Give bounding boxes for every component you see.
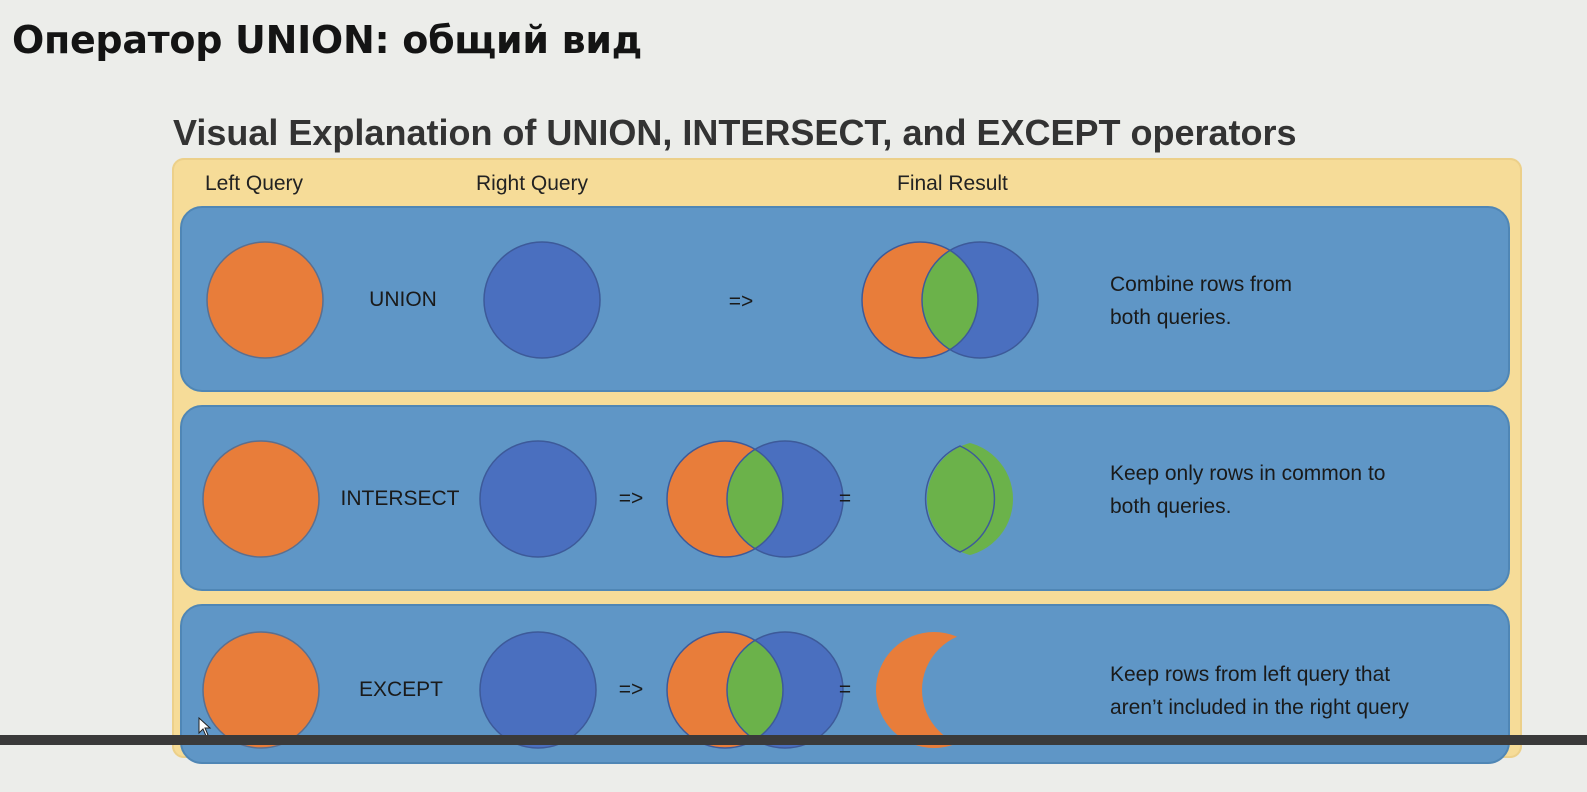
row-description: Combine rows from both queries. [1110,268,1292,334]
union-venn-graphics [206,241,1039,359]
right-query-circle [479,631,597,749]
equals-label: = [838,487,852,510]
intersect-result-lens [924,441,1013,557]
row-description: Keep only rows in common to both queries… [1110,457,1385,523]
video-progress-bar[interactable] [0,735,1587,745]
left-query-circle [202,440,320,558]
operator-label: INTERSECT [340,487,460,510]
row-intersect: INTERSECT => = Keep only rows in common … [180,405,1510,591]
intersect-venn-graphics [202,440,1013,558]
description-line: Keep only rows in common to [1110,462,1386,485]
description-line: aren’t included in the right query [1110,696,1409,719]
column-label-final-result: Final Result [897,172,1008,195]
diagram-title: Visual Explanation of UNION, INTERSECT, … [173,112,1297,153]
operator-label: EXCEPT [358,678,444,701]
union-result-venn [861,241,1039,359]
operator-label: UNION [369,288,437,311]
mouse-pointer-icon [198,717,212,737]
description-line: both queries. [1110,306,1232,329]
right-query-circle [479,440,597,558]
except-result-crescent [876,632,992,748]
except-venn-graphics [202,631,992,749]
equals-label: = [838,678,852,701]
column-label-left-query: Left Query [205,172,304,195]
description-line: both queries. [1110,495,1232,518]
left-query-circle [202,631,320,749]
row-union: UNION => Combine rows from both queries. [180,206,1510,392]
except-overlap-venn [666,631,844,749]
arrow-label: => [618,487,644,510]
intersect-overlap-venn [666,440,844,558]
right-query-circle [483,241,601,359]
row-description: Keep rows from left query that aren’t in… [1110,658,1409,724]
description-line: Combine rows from [1110,273,1293,296]
arrow-label: => [618,678,644,701]
description-line: Keep rows from left query that [1110,663,1391,686]
arrow-label: => [728,290,754,313]
column-label-right-query: Right Query [476,172,589,195]
left-query-circle [206,241,324,359]
slide-title: Оператор UNION: общий вид [12,18,643,62]
